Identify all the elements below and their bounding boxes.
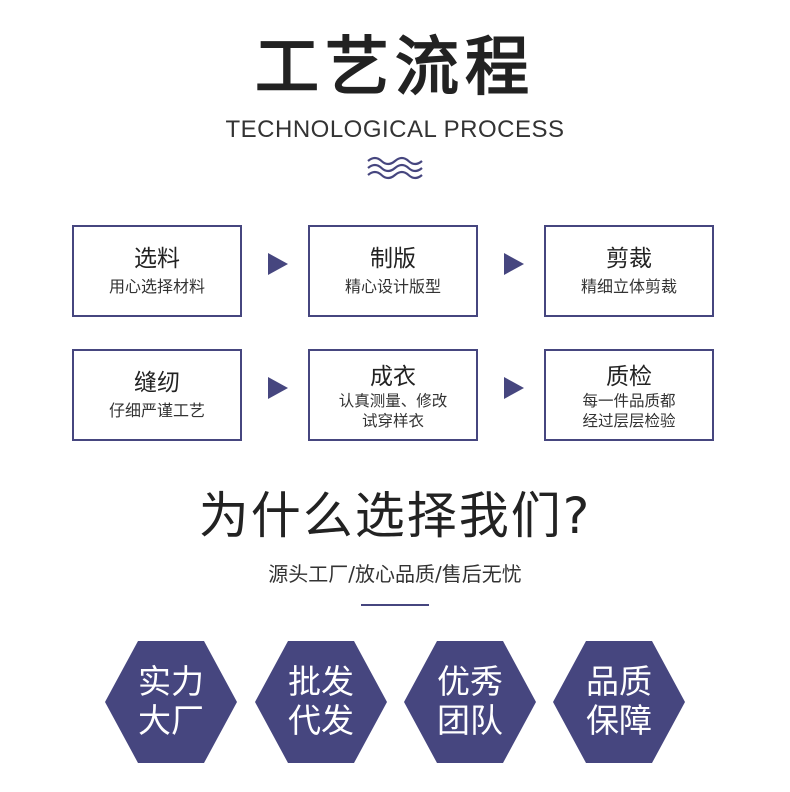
step-card-finished-garment: 成衣 认真测量、修改 试穿样衣 [308,349,478,441]
page-subtitle: TECHNOLOGICAL PROCESS [225,116,565,143]
wave-icon [367,156,423,180]
step-title: 制版 [370,246,416,272]
step-title: 缝纫 [134,370,180,396]
step-desc: 用心选择材料 [108,277,205,296]
arrow-right-icon [268,377,288,399]
arrow-right-icon [268,253,288,275]
step-desc: 仔细严谨工艺 [108,401,205,420]
feature-line2: 代发 [288,701,354,740]
section-divider [361,604,429,606]
arrow-right-icon [504,377,524,399]
feature-line1: 优秀 [437,662,503,701]
step-desc: 精细立体剪裁 [580,277,677,296]
step-desc: 精心设计版型 [344,277,441,296]
step-desc-line1: 每一件品质都 [582,392,676,410]
feature-line2: 团队 [437,701,503,740]
feature-line2: 保障 [586,701,652,740]
step-card-pattern-making: 制版 精心设计版型 [308,225,478,317]
step-card-sewing: 缝纫 仔细严谨工艺 [72,349,242,441]
hexagon-shape [404,641,536,763]
page-title: 工艺流程 [255,31,535,105]
hexagon-shape [255,641,387,763]
feature-line2: 大厂 [138,701,204,740]
feature-hexagon-strength: 实力 大厂 [105,641,237,763]
feature-line1: 品质 [586,662,652,701]
step-title: 成衣 [370,364,416,390]
hexagon-shape [105,641,237,763]
feature-line1: 批发 [288,662,354,701]
why-subtitle: 源头工厂/放心品质/售后无忧 [268,562,522,586]
arrow-right-icon [504,253,524,275]
feature-hexagon-wholesale: 批发 代发 [255,641,387,763]
step-card-quality-check: 质检 每一件品质都 经过层层检验 [544,349,714,441]
step-title: 选料 [134,246,180,272]
feature-hexagon-team: 优秀 团队 [404,641,536,763]
feature-hexagon-quality: 品质 保障 [553,641,685,763]
hexagon-shape [553,641,685,763]
step-desc-line1: 认真测量、修改 [338,392,448,410]
step-card-cutting: 剪裁 精细立体剪裁 [544,225,714,317]
step-title: 质检 [606,364,652,390]
step-desc-line2: 经过层层检验 [582,412,676,430]
step-card-select-material: 选料 用心选择材料 [72,225,242,317]
feature-line1: 实力 [138,662,204,701]
why-title: 为什么选择我们? [198,487,592,545]
step-title: 剪裁 [606,246,652,272]
step-desc-line2: 试穿样衣 [361,412,424,430]
